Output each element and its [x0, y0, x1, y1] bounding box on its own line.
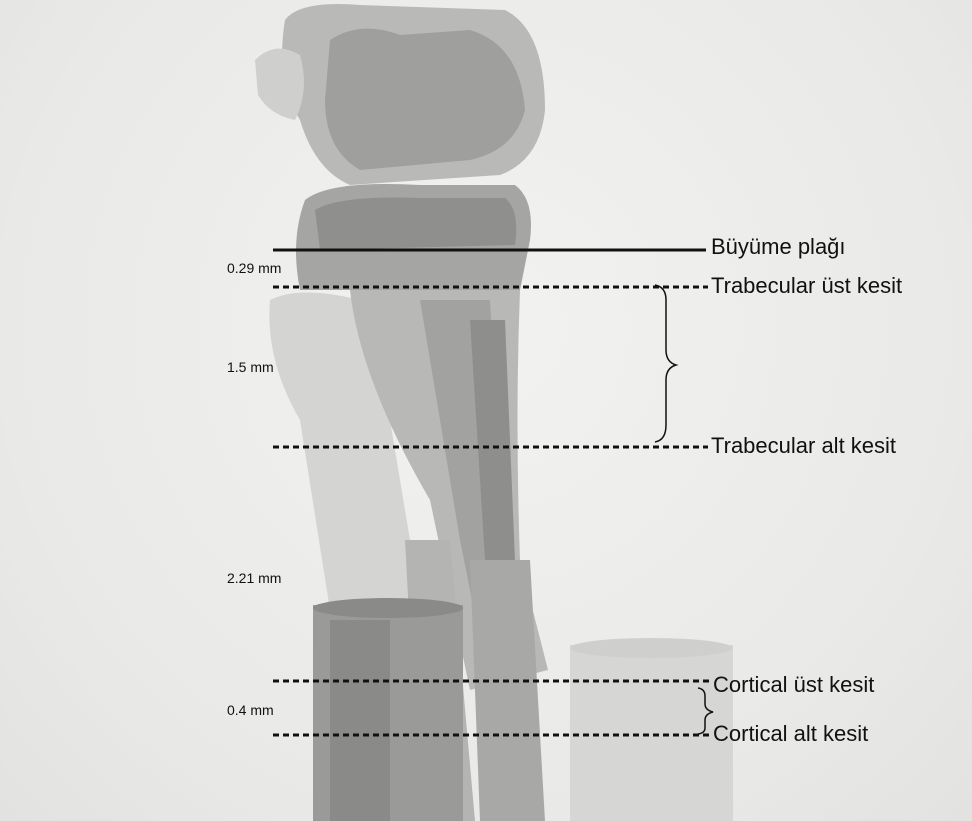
distance-label-trabecular-region: 1.5 mm — [227, 359, 274, 375]
trabecular-brace — [655, 285, 676, 442]
distance-label-growth-to-trabecular: 0.29 mm — [227, 260, 281, 276]
trabecular-bottom-label: Trabecular alt kesit — [711, 433, 896, 459]
growth-plate-label: Büyüme plağı — [711, 234, 846, 260]
distance-label-trabecular-to-cortical: 2.21 mm — [227, 570, 281, 586]
cortical-top-label: Cortical üst kesit — [713, 672, 874, 698]
trabecular-top-label: Trabecular üst kesit — [711, 273, 902, 299]
cortical-brace — [698, 688, 713, 734]
distance-label-cortical-region: 0.4 mm — [227, 702, 274, 718]
cortical-bottom-label: Cortical alt kesit — [713, 721, 868, 747]
